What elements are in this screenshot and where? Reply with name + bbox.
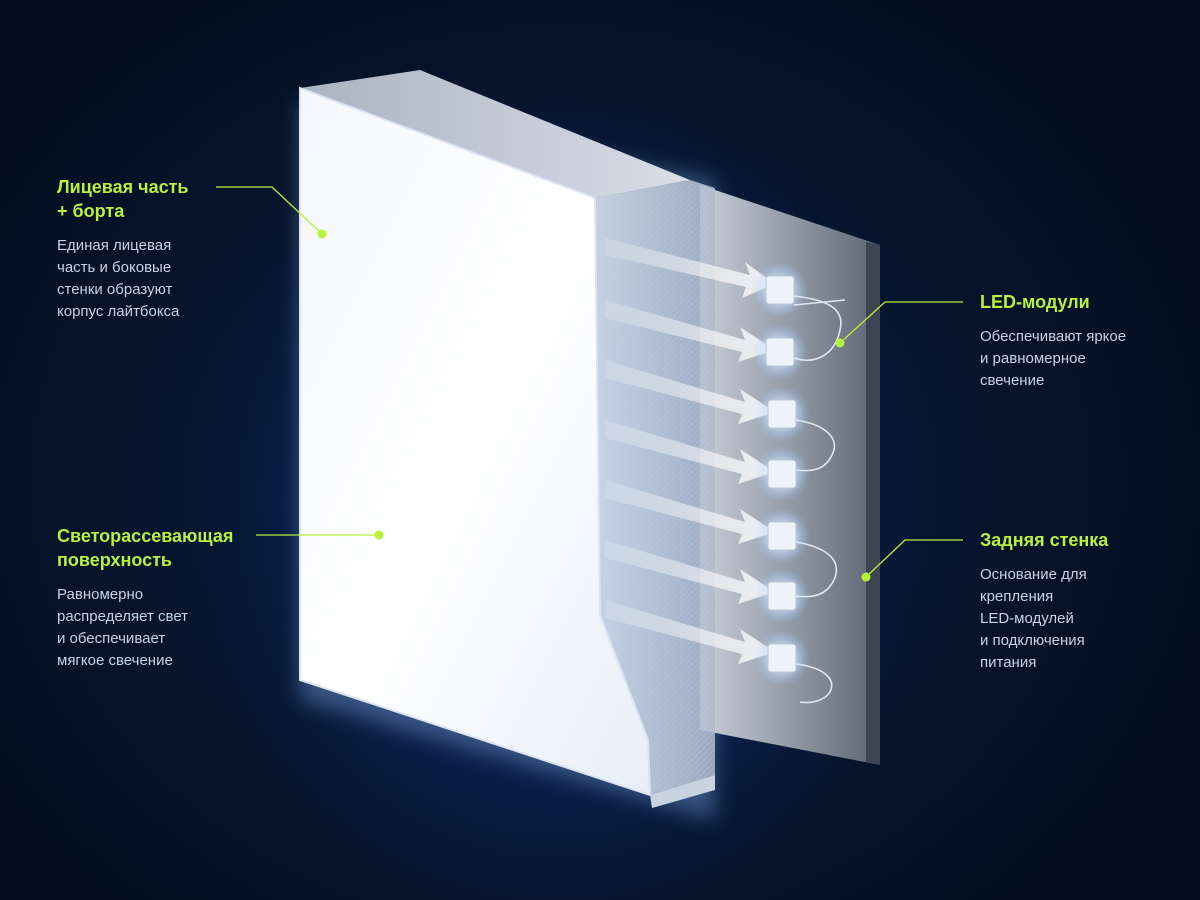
front-face (299, 86, 652, 797)
callout-led-text: Обеспечивают яркое и равномерное свечени… (980, 328, 1127, 389)
callout-back-title: Задняя стенка (980, 530, 1109, 550)
callout-diffuser-text: Равномерно распределяет свет и обеспечив… (57, 586, 189, 669)
callout-leaders (216, 186, 963, 578)
callout-back-text: Основание для крепления LED-модулей и по… (980, 566, 1087, 671)
callout-led-title: LED-модули (980, 292, 1090, 312)
callout-diffuser: Светорассевающая поверхность Равномерно … (57, 524, 267, 672)
callout-diffuser-title: Светорассевающая поверхность (57, 526, 234, 570)
top-edge (300, 70, 690, 198)
led-wires (793, 295, 846, 704)
callout-face-text: Единая лицевая часть и боковые стенки об… (57, 237, 180, 320)
led-modules (752, 262, 810, 686)
bottom-edge (650, 775, 715, 808)
callout-face-title: Лицевая часть + борта (57, 177, 189, 221)
callout-face: Лицевая часть + борта Единая лицевая час… (57, 175, 247, 323)
callout-dots (317, 229, 871, 582)
callout-back: Задняя стенка Основание для крепления LE… (980, 528, 1180, 674)
callout-led: LED-модули Обеспечивают яркое и равномер… (980, 290, 1180, 392)
light-arrows (605, 238, 775, 664)
